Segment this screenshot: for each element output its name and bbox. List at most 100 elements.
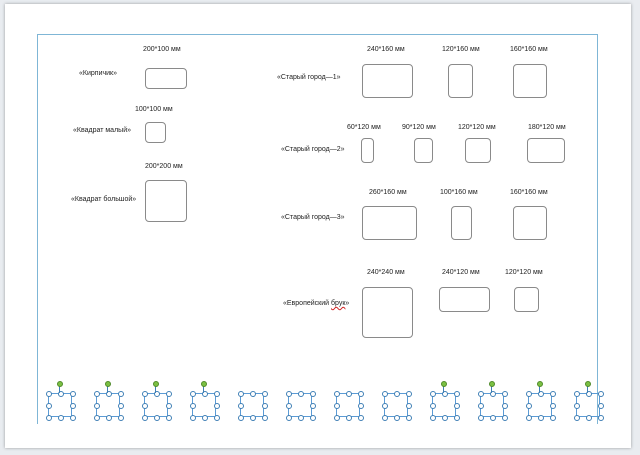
resize-handle[interactable] [454,391,460,397]
resize-handle[interactable] [598,391,604,397]
resize-handle[interactable] [550,403,556,409]
resize-handle[interactable] [334,415,340,421]
resize-handle[interactable] [286,403,292,409]
resize-handle[interactable] [238,415,244,421]
tile-shape[interactable] [362,206,417,240]
tile-shape[interactable] [448,64,473,98]
resize-handle[interactable] [502,391,508,397]
resize-handle[interactable] [310,415,316,421]
resize-handle[interactable] [142,403,148,409]
tile-shape[interactable] [145,122,166,143]
tile-shape[interactable] [513,64,547,98]
tile-shape[interactable] [361,138,374,163]
resize-handle[interactable] [490,391,496,397]
resize-handle[interactable] [358,415,364,421]
selected-shape[interactable] [526,391,556,421]
tile-shape[interactable] [439,287,490,312]
resize-handle[interactable] [142,415,148,421]
resize-handle[interactable] [166,415,172,421]
resize-handle[interactable] [238,391,244,397]
resize-handle[interactable] [538,415,544,421]
tile-shape[interactable] [145,68,187,89]
resize-handle[interactable] [166,403,172,409]
resize-handle[interactable] [106,415,112,421]
resize-handle[interactable] [118,403,124,409]
selected-shape[interactable] [430,391,460,421]
tile-shape[interactable] [465,138,491,163]
resize-handle[interactable] [526,403,532,409]
tile-shape[interactable] [513,206,547,240]
selected-shape[interactable] [46,391,76,421]
resize-handle[interactable] [490,415,496,421]
resize-handle[interactable] [478,403,484,409]
resize-handle[interactable] [538,391,544,397]
resize-handle[interactable] [406,391,412,397]
resize-handle[interactable] [262,415,268,421]
resize-handle[interactable] [118,415,124,421]
resize-handle[interactable] [358,403,364,409]
selected-shape[interactable] [478,391,508,421]
resize-handle[interactable] [298,391,304,397]
resize-handle[interactable] [214,403,220,409]
resize-handle[interactable] [502,415,508,421]
resize-handle[interactable] [478,415,484,421]
resize-handle[interactable] [430,403,436,409]
resize-handle[interactable] [598,403,604,409]
tile-shape[interactable] [414,138,433,163]
resize-handle[interactable] [406,403,412,409]
rotate-handle[interactable] [441,381,447,387]
selected-shape[interactable] [238,391,268,421]
resize-handle[interactable] [382,415,388,421]
resize-handle[interactable] [442,391,448,397]
resize-handle[interactable] [526,391,532,397]
resize-handle[interactable] [250,391,256,397]
resize-handle[interactable] [334,403,340,409]
resize-handle[interactable] [430,415,436,421]
resize-handle[interactable] [190,403,196,409]
resize-handle[interactable] [346,391,352,397]
resize-handle[interactable] [46,391,52,397]
selected-shape[interactable] [286,391,316,421]
resize-handle[interactable] [250,415,256,421]
resize-handle[interactable] [166,391,172,397]
resize-handle[interactable] [238,403,244,409]
resize-handle[interactable] [142,391,148,397]
resize-handle[interactable] [406,415,412,421]
resize-handle[interactable] [310,391,316,397]
resize-handle[interactable] [574,391,580,397]
resize-handle[interactable] [502,403,508,409]
resize-handle[interactable] [286,415,292,421]
rotate-handle[interactable] [585,381,591,387]
rotate-handle[interactable] [153,381,159,387]
resize-handle[interactable] [442,415,448,421]
resize-handle[interactable] [394,415,400,421]
resize-handle[interactable] [598,415,604,421]
tile-shape[interactable] [145,180,187,222]
resize-handle[interactable] [358,391,364,397]
rotate-handle[interactable] [489,381,495,387]
resize-handle[interactable] [334,391,340,397]
resize-handle[interactable] [190,415,196,421]
resize-handle[interactable] [58,391,64,397]
tile-shape[interactable] [527,138,565,163]
selected-shape[interactable] [142,391,172,421]
resize-handle[interactable] [190,391,196,397]
resize-handle[interactable] [430,391,436,397]
rotate-handle[interactable] [537,381,543,387]
selected-shape[interactable] [574,391,604,421]
resize-handle[interactable] [586,391,592,397]
rotate-handle[interactable] [105,381,111,387]
resize-handle[interactable] [394,391,400,397]
selected-shape[interactable] [382,391,412,421]
resize-handle[interactable] [94,415,100,421]
resize-handle[interactable] [346,415,352,421]
tile-shape[interactable] [514,287,539,312]
resize-handle[interactable] [94,391,100,397]
resize-handle[interactable] [94,403,100,409]
resize-handle[interactable] [214,415,220,421]
resize-handle[interactable] [70,403,76,409]
resize-handle[interactable] [298,415,304,421]
tile-shape[interactable] [451,206,472,240]
resize-handle[interactable] [214,391,220,397]
resize-handle[interactable] [154,415,160,421]
